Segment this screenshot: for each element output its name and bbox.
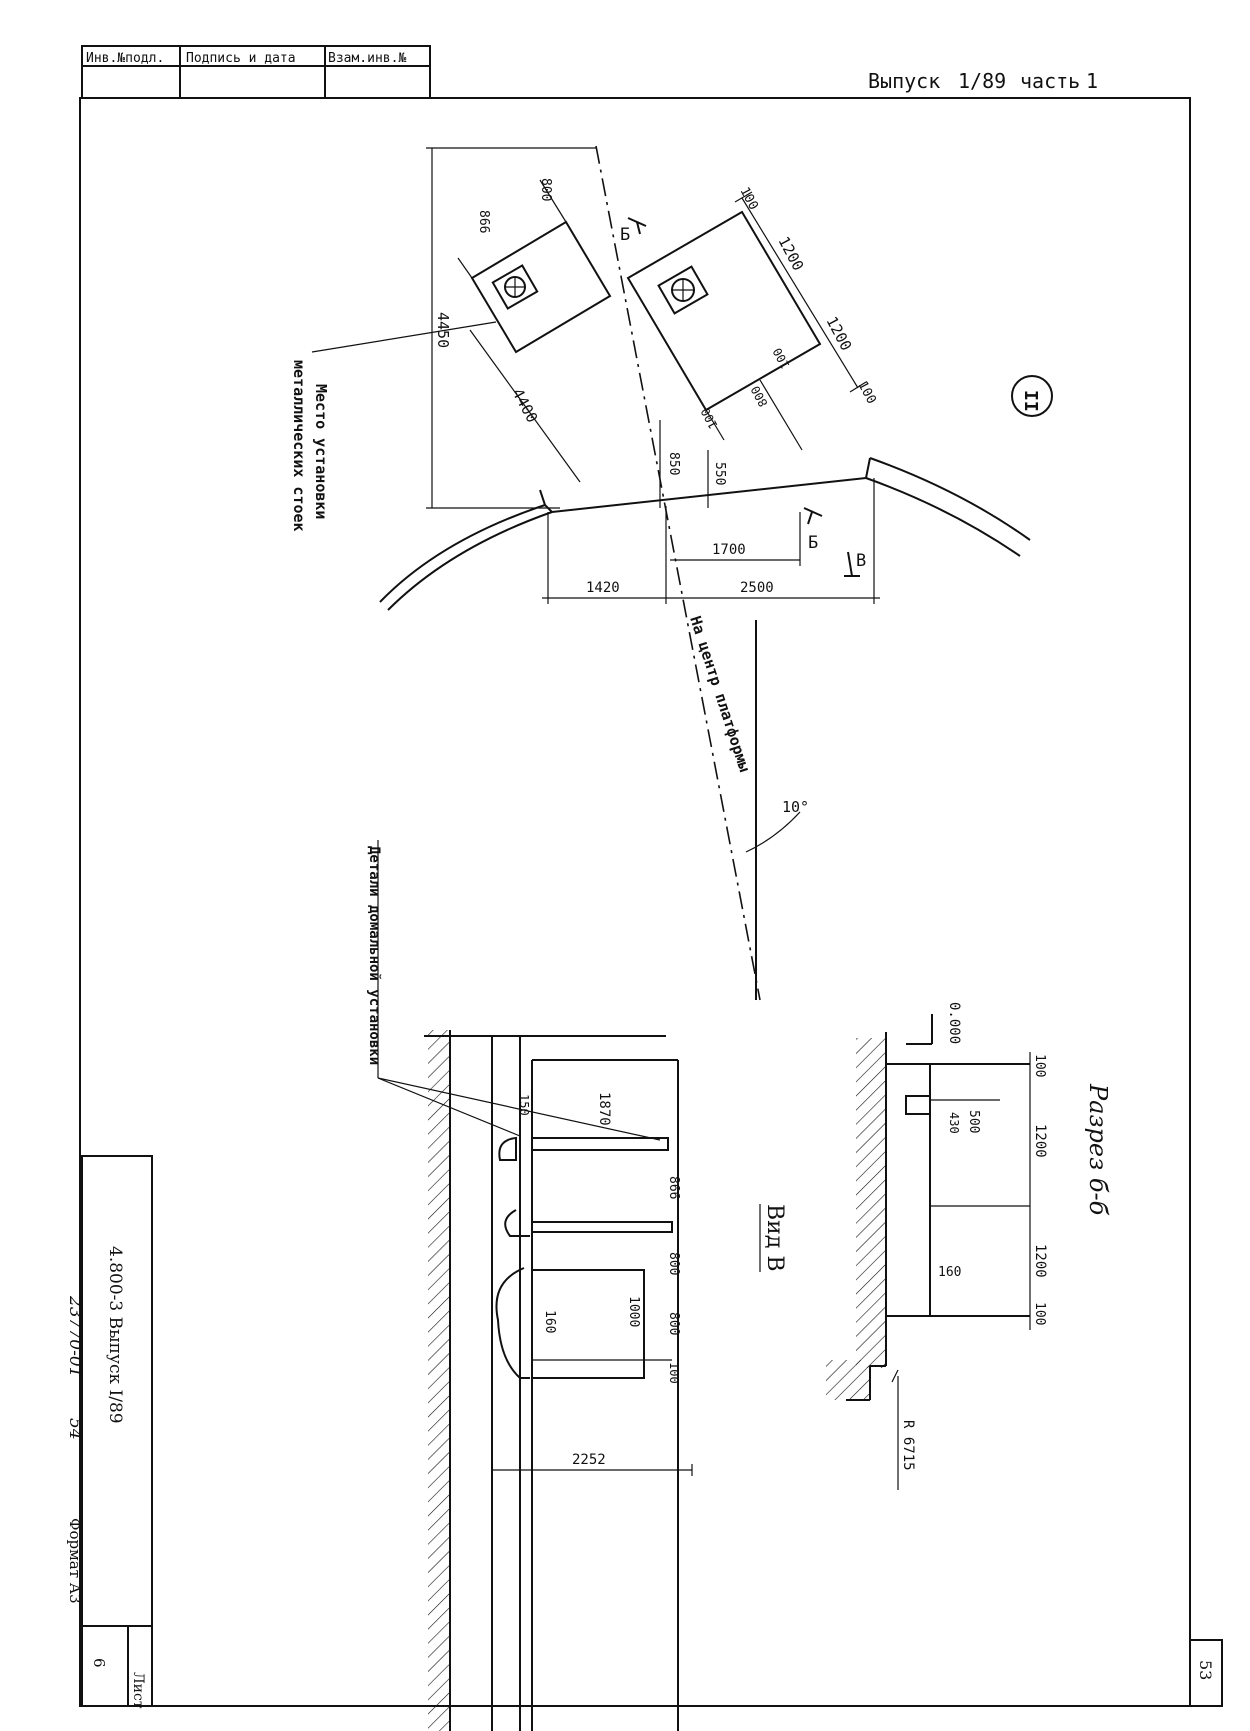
leader-post-line-1: Место установки bbox=[312, 384, 330, 519]
plan-drawing: 4450 800 866 4400 100 1200 1200 100 100 … bbox=[290, 145, 1053, 1001]
platform-edge-right-inner bbox=[865, 477, 1021, 557]
header-chast-value: 1 bbox=[1086, 69, 1098, 93]
vv-dim-150: 150 bbox=[517, 1094, 531, 1116]
dim-800-mid: 800 bbox=[748, 383, 771, 409]
stamp-inv-podl: Инв.№подл. bbox=[86, 51, 164, 66]
leader-post-line-2: металлических стоек bbox=[290, 360, 308, 532]
title-format: Формат А3 bbox=[66, 1518, 84, 1604]
title-number: 23770-01 bbox=[65, 1295, 85, 1377]
section-bb-title: Разрез б-б bbox=[1084, 1083, 1112, 1216]
leader-center: На центр платформы bbox=[686, 614, 753, 774]
view-mark-v: В bbox=[856, 551, 866, 571]
stamp-vzam-inv: Взам.инв.№ bbox=[328, 51, 406, 66]
top-stamp: Инв.№подл. Подпись и дата Взам.инв.№ bbox=[81, 45, 431, 99]
dim-1700: 1700 bbox=[712, 542, 746, 558]
bb-dim-1200-b: 1200 bbox=[1032, 1244, 1048, 1278]
bb-dim-1200-a: 1200 bbox=[1032, 1124, 1048, 1158]
bb-dim-430: 430 bbox=[947, 1112, 961, 1134]
section-bb-drawing: 0.000 100 1200 1200 100 500 430 160 R 67… bbox=[826, 1002, 1112, 1490]
left-panel bbox=[470, 220, 612, 354]
bb-dim-500: 500 bbox=[966, 1110, 981, 1133]
title-list-label: Лист bbox=[130, 1672, 146, 1709]
center-axis bbox=[595, 145, 761, 1001]
section-mark-b-top: Б bbox=[620, 225, 630, 245]
view-v-title: Вид В bbox=[762, 1204, 787, 1272]
page-number: 53 bbox=[1196, 1660, 1215, 1680]
platform-edge-left-inner bbox=[387, 511, 553, 611]
dim-1200-b: 1200 bbox=[822, 313, 855, 353]
title-page-small: 54 bbox=[65, 1418, 85, 1440]
vv-dim-866: 866 bbox=[666, 1176, 681, 1199]
bb-dim-100-b: 100 bbox=[1032, 1302, 1047, 1325]
title-block: 4.800-3 Выпуск I/89 23770-01 54 Формат А… bbox=[65, 1155, 153, 1709]
level-0000: 0.000 bbox=[946, 1002, 962, 1044]
header-chast-label: часть bbox=[1020, 69, 1080, 93]
vv-dim-100: 100 bbox=[667, 1362, 681, 1384]
sheet-frame bbox=[79, 97, 1223, 1707]
right-panel bbox=[626, 210, 822, 412]
view-v-drawing: 150 1870 866 800 800 100 160 1000 2252 Д… bbox=[366, 840, 787, 1731]
header-vypusk-value: 1/89 bbox=[958, 69, 1006, 93]
bb-radius: R 6715 bbox=[900, 1420, 916, 1471]
vv-dim-1000: 1000 bbox=[626, 1296, 641, 1327]
dim-100-b: 100 bbox=[854, 379, 878, 407]
dim-100-c: 100 bbox=[770, 345, 793, 371]
dim-866: 866 bbox=[476, 210, 491, 233]
section-mark-b-bottom: Б bbox=[808, 533, 818, 553]
title-list-value: 6 bbox=[90, 1658, 108, 1668]
dim-100-d: 100 bbox=[698, 405, 721, 431]
angle-10: 10° bbox=[782, 798, 809, 816]
dim-1200-a: 1200 bbox=[774, 233, 807, 273]
header: Выпуск 1/89 часть 1 bbox=[868, 69, 1098, 93]
vv-leader: Детали домальной установки bbox=[366, 846, 382, 1065]
stamp-podpis-data: Подпись и дата bbox=[186, 51, 296, 66]
platform-edge-left bbox=[379, 504, 546, 603]
vv-dim-2252: 2252 bbox=[572, 1452, 606, 1468]
dim-800-top: 800 bbox=[538, 178, 553, 201]
ground-hatch-left bbox=[428, 1030, 450, 1731]
dim-550: 550 bbox=[712, 462, 727, 485]
title-code: 4.800-3 Выпуск I/89 bbox=[105, 1246, 125, 1424]
dim-1420: 1420 bbox=[586, 580, 620, 596]
roman-mark-circle bbox=[1011, 375, 1053, 417]
bb-dim-160: 160 bbox=[938, 1265, 961, 1280]
dim-850: 850 bbox=[666, 452, 681, 475]
roman-mark: II bbox=[1020, 390, 1041, 412]
dim-2500: 2500 bbox=[740, 580, 774, 596]
ground-hatch-right bbox=[856, 1038, 886, 1368]
vv-dim-800-b: 800 bbox=[666, 1312, 681, 1335]
vv-dim-160: 160 bbox=[542, 1310, 557, 1333]
header-vypusk-label: Выпуск bbox=[868, 69, 940, 93]
bb-dim-100-a: 100 bbox=[1032, 1054, 1047, 1077]
dim-4400: 4400 bbox=[508, 385, 541, 425]
vv-dim-800-a: 800 bbox=[666, 1252, 681, 1275]
platform-edge-right bbox=[869, 457, 1031, 541]
vv-dim-1870: 1870 bbox=[596, 1092, 612, 1126]
